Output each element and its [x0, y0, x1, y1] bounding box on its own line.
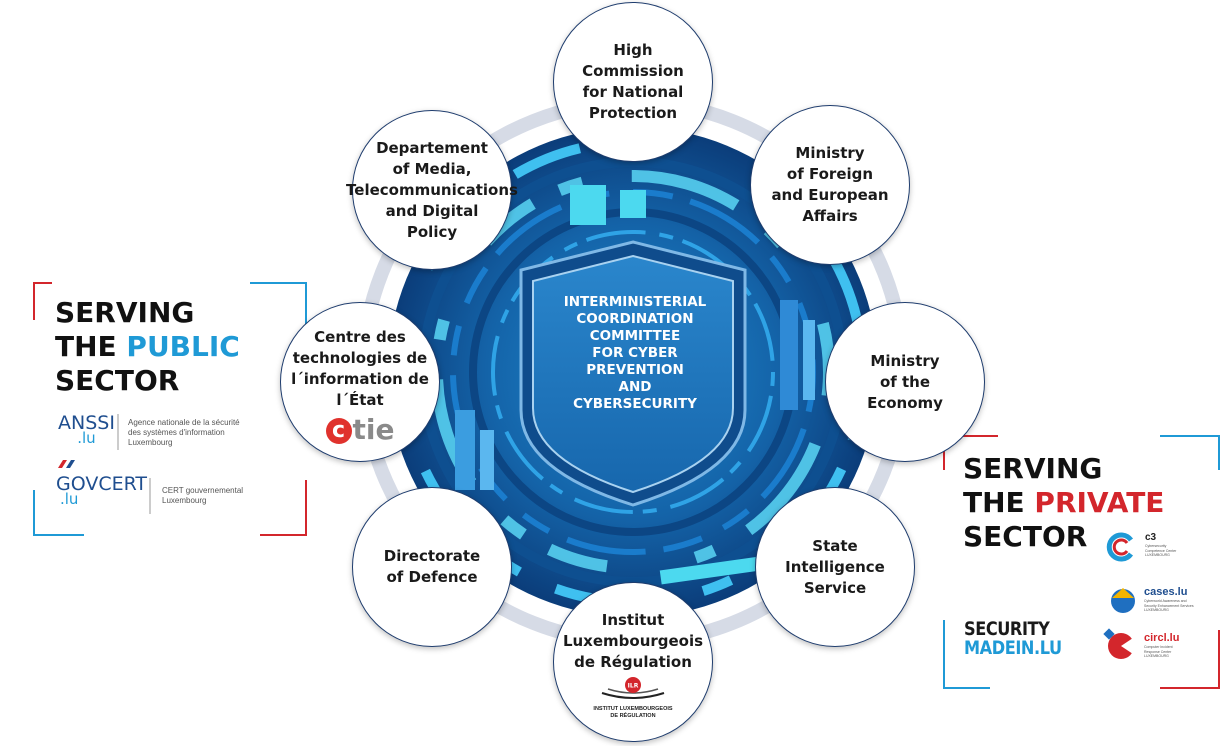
node-label: Directorate of Defence — [383, 547, 481, 586]
public-sector-frame — [33, 282, 307, 536]
node-directorate-defence[interactable]: Directorate of Defence — [352, 487, 512, 647]
node-label: High Commission for National Protection — [582, 41, 684, 122]
node-label: Centre des technologies de l´information… — [291, 327, 429, 409]
govcert-logo: GOVCERT .lu — [56, 460, 147, 507]
node-ilr[interactable]: Institut Luxembourgeois de Régulation IL… — [553, 582, 713, 742]
circl-mark-icon — [1103, 628, 1136, 659]
center-committee-title: INTERMINISTERIAL COORDINATION COMMITTEE … — [563, 294, 707, 412]
node-high-commission[interactable]: High Commission for National Protection — [553, 2, 713, 162]
anssi-logo: ANSSI .lu — [58, 412, 115, 447]
security-made-in-lu-logo: SECURITY MADEIN.LU — [964, 618, 1062, 659]
ilr-swoosh-icon: ILR — [601, 677, 665, 699]
ilr-logo: ILR INSTITUT LUXEMBOURGEOIS DE RÉGULATIO… — [593, 677, 673, 720]
cases-mark-icon — [1111, 588, 1135, 613]
node-label: Departement of Media, Telecommunications… — [346, 138, 518, 241]
node-state-intelligence[interactable]: State Intelligence Service — [755, 487, 915, 647]
public-sector-title: SERVING THE PUBLIC SECTOR — [55, 296, 240, 397]
ilr-caption: INSTITUT LUXEMBOURGEOIS DE RÉGULATION — [593, 706, 673, 719]
node-label: State Intelligence Service — [785, 536, 885, 597]
node-label: Institut Luxembourgeois de Régulation — [562, 611, 704, 671]
node-ctie[interactable]: Centre des technologies de l´information… — [280, 302, 440, 462]
c3-mark-icon — [1106, 532, 1134, 562]
node-label: Ministry of the Economy — [867, 351, 943, 412]
private-sector-title: SERVING THE PRIVATE SECTOR — [963, 452, 1165, 553]
node-media-telecom[interactable]: Departement of Media, Telecommunications… — [346, 110, 518, 270]
anssi-description: Agence nationale de la sécurité des syst… — [128, 418, 240, 447]
svg-text:ILR: ILR — [628, 683, 639, 690]
govcert-mark-icon — [58, 460, 75, 468]
node-ministry-foreign-affairs[interactable]: Ministry of Foreign and European Affairs — [750, 105, 910, 265]
govcert-description: CERT gouvernemental Luxembourg — [162, 486, 244, 505]
node-ministry-economy[interactable]: Ministry of the Economy — [825, 302, 985, 462]
node-label: Ministry of Foreign and European Affairs — [771, 144, 889, 225]
